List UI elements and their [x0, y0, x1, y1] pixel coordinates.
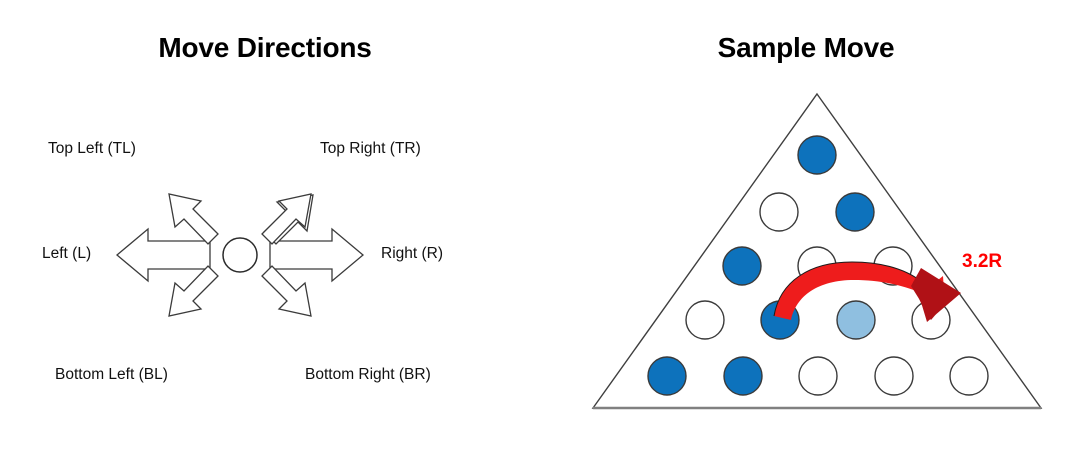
arrow-top-right-icon	[261, 193, 314, 245]
peg-r2c1-empty[interactable]	[759, 192, 799, 232]
direction-arrows-diagram	[115, 193, 365, 317]
direction-label-right: Right (R)	[381, 245, 444, 262]
peg-r1c1-filled[interactable]	[797, 135, 837, 175]
direction-label-bottom-right: Bottom Right (BR)	[305, 366, 431, 383]
arrow-right-icon	[269, 227, 365, 283]
triangle-peg-board	[591, 92, 1043, 410]
peg-r5c2-filled[interactable]	[723, 356, 763, 396]
arrow-bottom-right-icon	[261, 265, 312, 317]
arrow-bottom-left-icon	[168, 265, 219, 317]
sample-move-title: Sample Move	[717, 32, 895, 63]
arrow-top-left-icon	[168, 193, 219, 245]
direction-label-left: Left (L)	[42, 245, 92, 262]
arrow-left-icon	[115, 227, 211, 283]
peg-r5c5-empty[interactable]	[949, 356, 989, 396]
direction-label-top-right: Top Right (TR)	[320, 140, 421, 157]
move-directions-title: Move Directions	[158, 32, 372, 63]
peg-r4c3-target[interactable]	[836, 300, 876, 340]
peg-r4c1-empty[interactable]	[685, 300, 725, 340]
direction-label-bottom-left: Bottom Left (BL)	[55, 366, 168, 383]
peg-r3c1-filled[interactable]	[722, 246, 762, 286]
move-distance-label: 3.2R	[962, 251, 1003, 272]
direction-label-top-left: Top Left (TL)	[48, 140, 136, 157]
peg-r5c1-filled[interactable]	[647, 356, 687, 396]
move-arrow-icon	[773, 261, 961, 322]
peg-r5c4-empty[interactable]	[874, 356, 914, 396]
move-directions-panel: Move Directions Top Left (TL) To	[42, 32, 444, 383]
circle-hub-icon	[222, 237, 258, 273]
peg-r5c3-empty[interactable]	[798, 356, 838, 396]
peg-r2c2-filled[interactable]	[835, 192, 875, 232]
sample-move-panel: Sample Move 3.2R	[542, 0, 1084, 459]
